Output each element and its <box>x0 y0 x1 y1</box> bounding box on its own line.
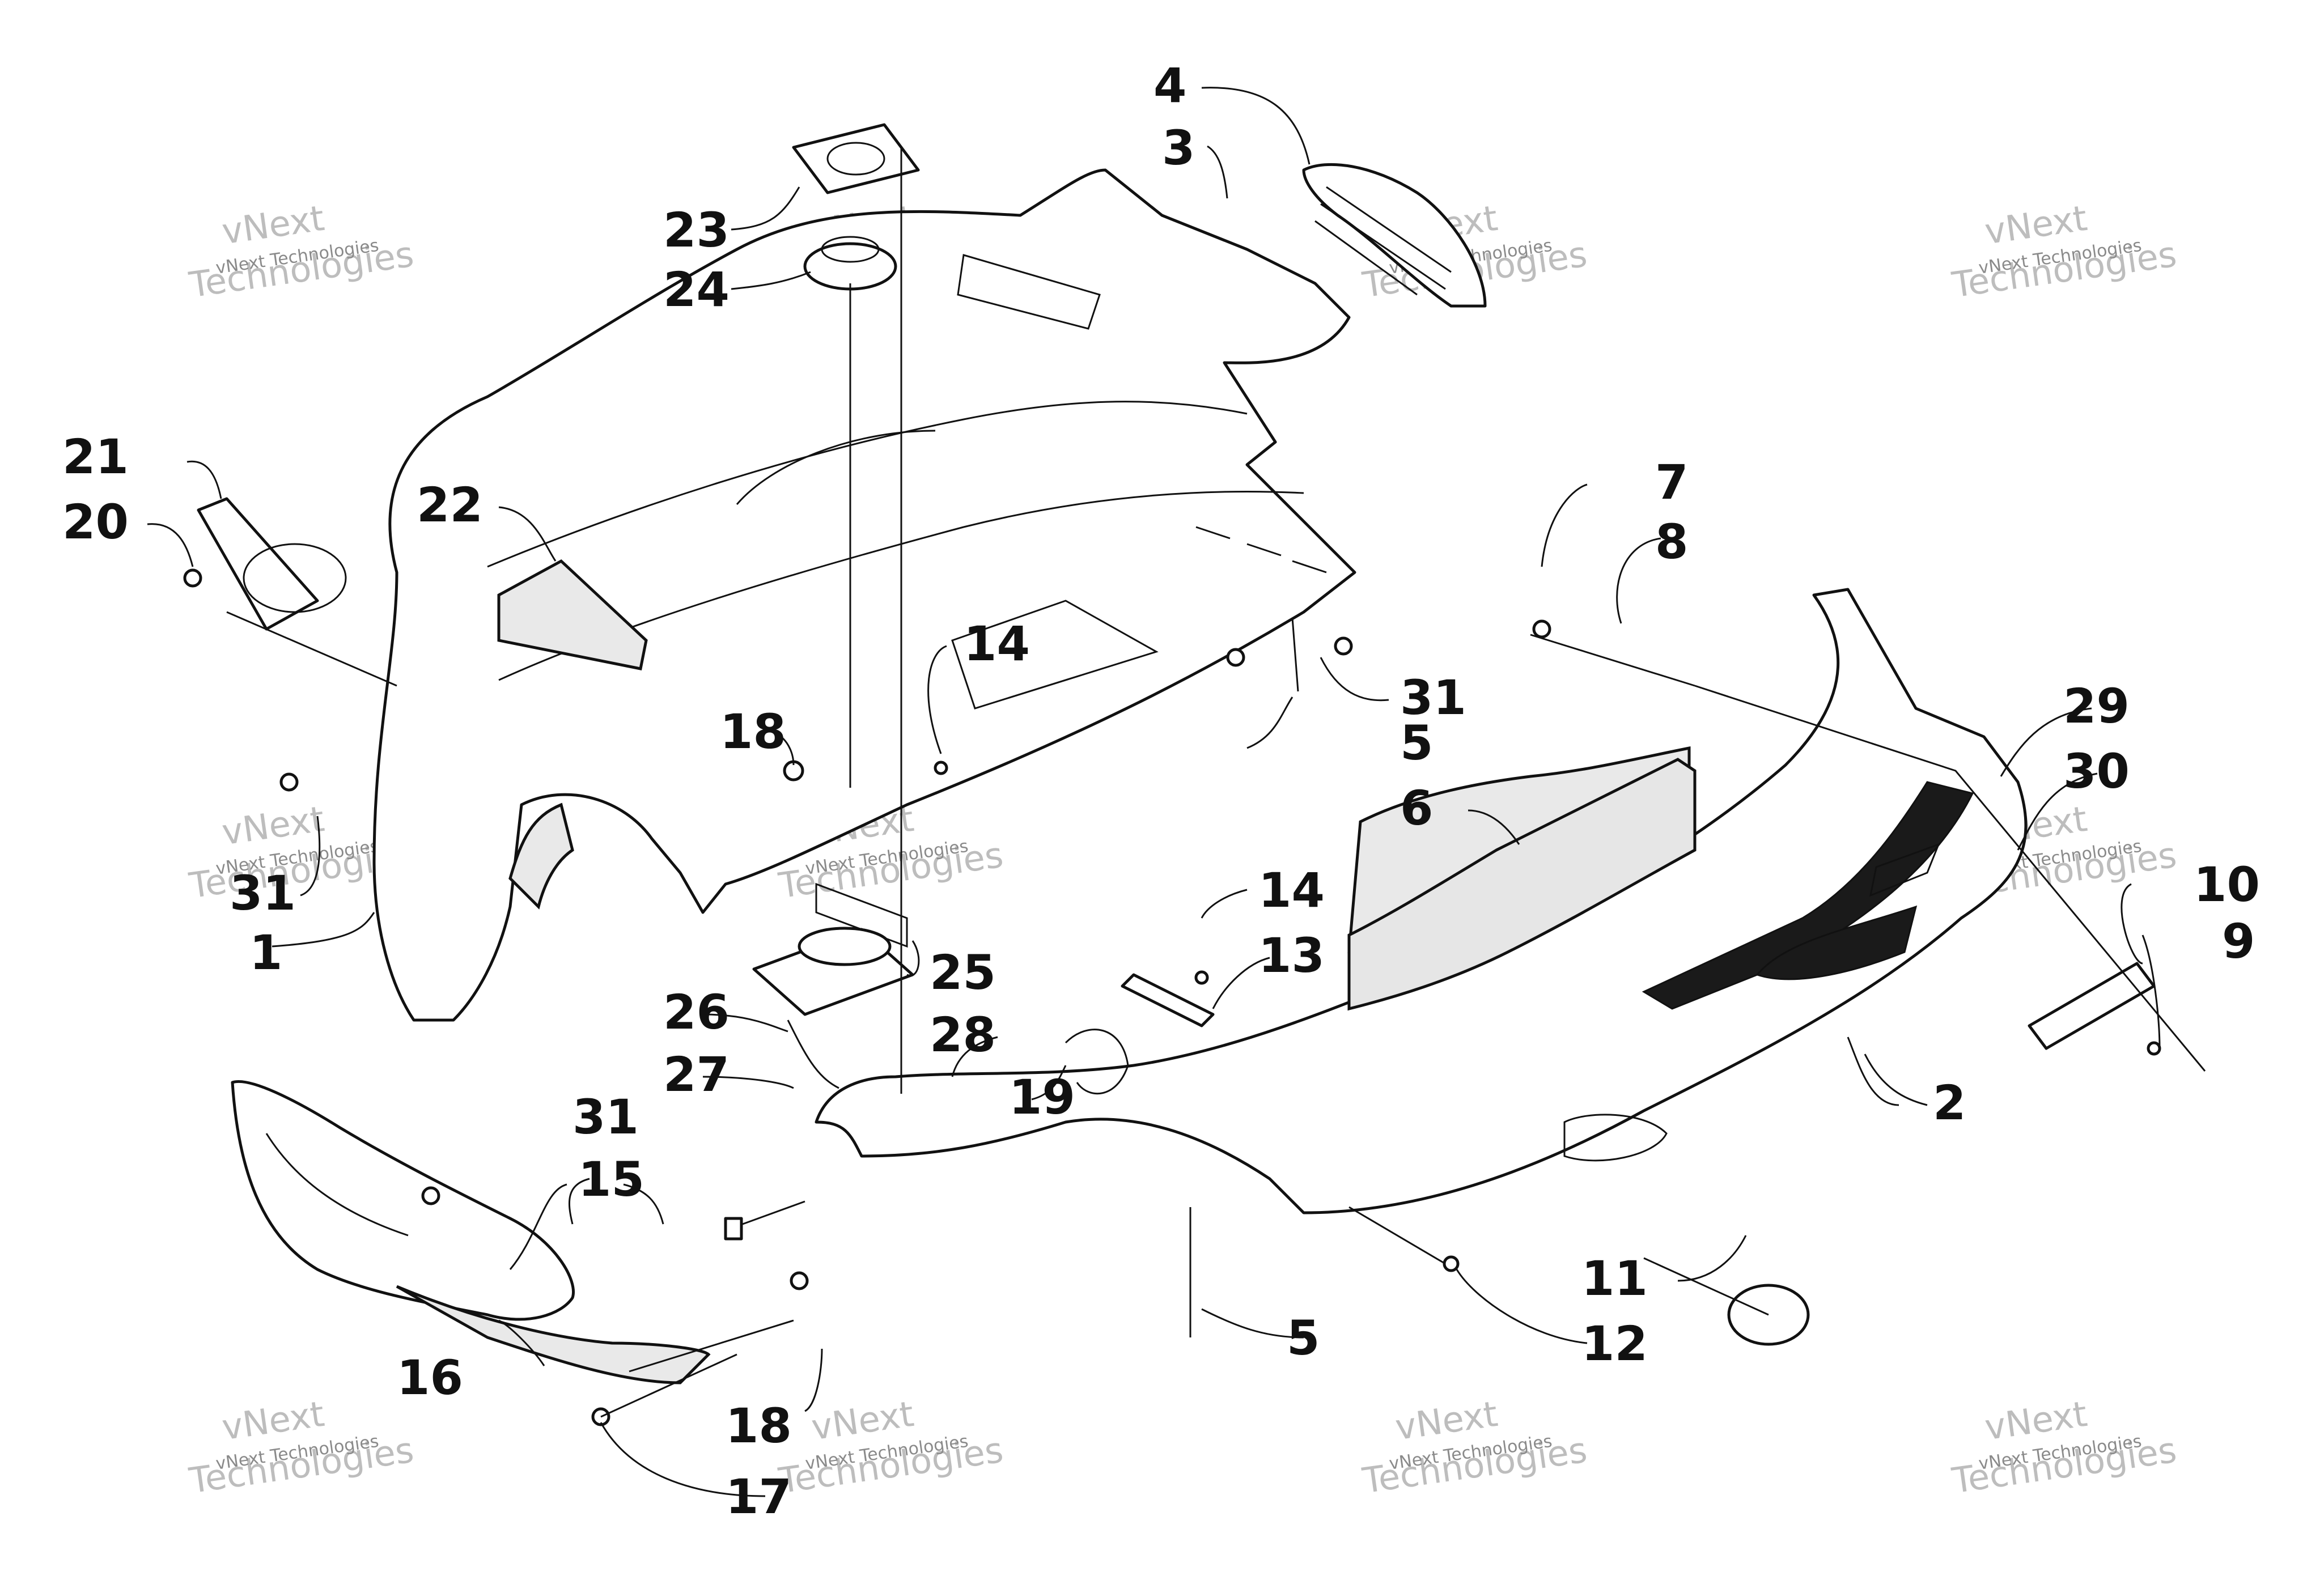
watermark: vNext Technologies vNext Technologies <box>1949 1393 2179 1502</box>
callout-4: 4 <box>1153 58 1186 113</box>
callout-9: 9 <box>2222 914 2255 969</box>
leaders <box>226 147 2206 1418</box>
part-side-vent <box>1302 163 1487 308</box>
callout-23: 23 <box>663 202 730 258</box>
part-nameplate <box>2028 962 2156 1050</box>
svg-text:vNext: vNext <box>1982 197 2090 252</box>
callout-16: 16 <box>397 1350 463 1405</box>
part-clamp <box>787 1020 839 1089</box>
callout-19: 19 <box>1009 1069 1075 1125</box>
part-clip <box>724 1217 743 1241</box>
watermark: vNext Technologies vNext Technologies <box>1949 197 2179 306</box>
callout-28: 28 <box>930 1007 996 1063</box>
callout-14-upper: 14 <box>964 616 1030 672</box>
callout-18-upper: 18 <box>720 704 786 759</box>
part-flange-plate-top <box>792 123 920 194</box>
part-bracket <box>1121 973 1215 1027</box>
part-belly-pan-upper <box>372 168 1356 1022</box>
callouts: 4 3 23 24 21 20 22 7 8 14 18 31 5 29 30 … <box>62 58 2260 1524</box>
svg-text:vNext: vNext <box>1982 1393 2090 1448</box>
callout-20: 20 <box>62 494 129 550</box>
callout-22: 22 <box>417 477 483 533</box>
callout-8: 8 <box>1655 514 1688 570</box>
svg-text:vNext: vNext <box>219 798 327 853</box>
callout-31-left: 31 <box>230 865 296 921</box>
callout-14-lower: 14 <box>1258 863 1325 918</box>
callout-leaders <box>147 87 2161 1497</box>
callout-2: 2 <box>1933 1075 1966 1131</box>
part-foam-block <box>1347 758 1697 1011</box>
callout-26: 26 <box>663 984 730 1040</box>
callout-17: 17 <box>726 1469 792 1524</box>
callout-5-upper: 5 <box>1400 715 1433 771</box>
part-snap-ring <box>1065 1029 1129 1095</box>
callout-31-bottom: 31 <box>572 1089 639 1145</box>
svg-text:vNext: vNext <box>1393 1393 1500 1448</box>
callout-31-right: 31 <box>1400 670 1466 725</box>
callout-29: 29 <box>2063 678 2130 734</box>
watermark-line2: vNext <box>219 197 327 252</box>
callout-15: 15 <box>578 1152 644 1207</box>
callout-6: 6 <box>1400 780 1433 836</box>
svg-text:vNext: vNext <box>219 1393 327 1448</box>
hardware-group <box>183 123 2161 1426</box>
callout-13: 13 <box>1258 928 1325 983</box>
watermark: vNext Technologies vNext Technologies <box>1360 1393 1590 1502</box>
callout-11: 11 <box>1581 1251 1648 1306</box>
callout-3: 3 <box>1162 120 1195 176</box>
callout-27: 27 <box>663 1047 730 1102</box>
part-air-boot <box>197 497 319 631</box>
svg-text:vNext: vNext <box>809 1393 917 1448</box>
callout-21: 21 <box>62 429 129 485</box>
callout-12: 12 <box>1581 1316 1648 1371</box>
callout-18-lower: 18 <box>726 1398 792 1454</box>
callout-7: 7 <box>1655 455 1688 510</box>
callout-30: 30 <box>2063 744 2130 799</box>
callout-24: 24 <box>663 262 730 317</box>
watermark: vNext Technologies vNext Technologies <box>186 1393 417 1502</box>
callout-5-lower: 5 <box>1287 1310 1320 1366</box>
part-grommet <box>803 242 897 291</box>
callout-10: 10 <box>2194 857 2260 912</box>
watermark: vNext Technologies vNext Technologies <box>776 1393 1006 1502</box>
watermark: vNext Technologies vNext Technologies <box>186 197 417 306</box>
callout-1: 1 <box>249 925 282 980</box>
part-front-bumper <box>231 1080 711 1384</box>
callout-25: 25 <box>930 945 996 1000</box>
